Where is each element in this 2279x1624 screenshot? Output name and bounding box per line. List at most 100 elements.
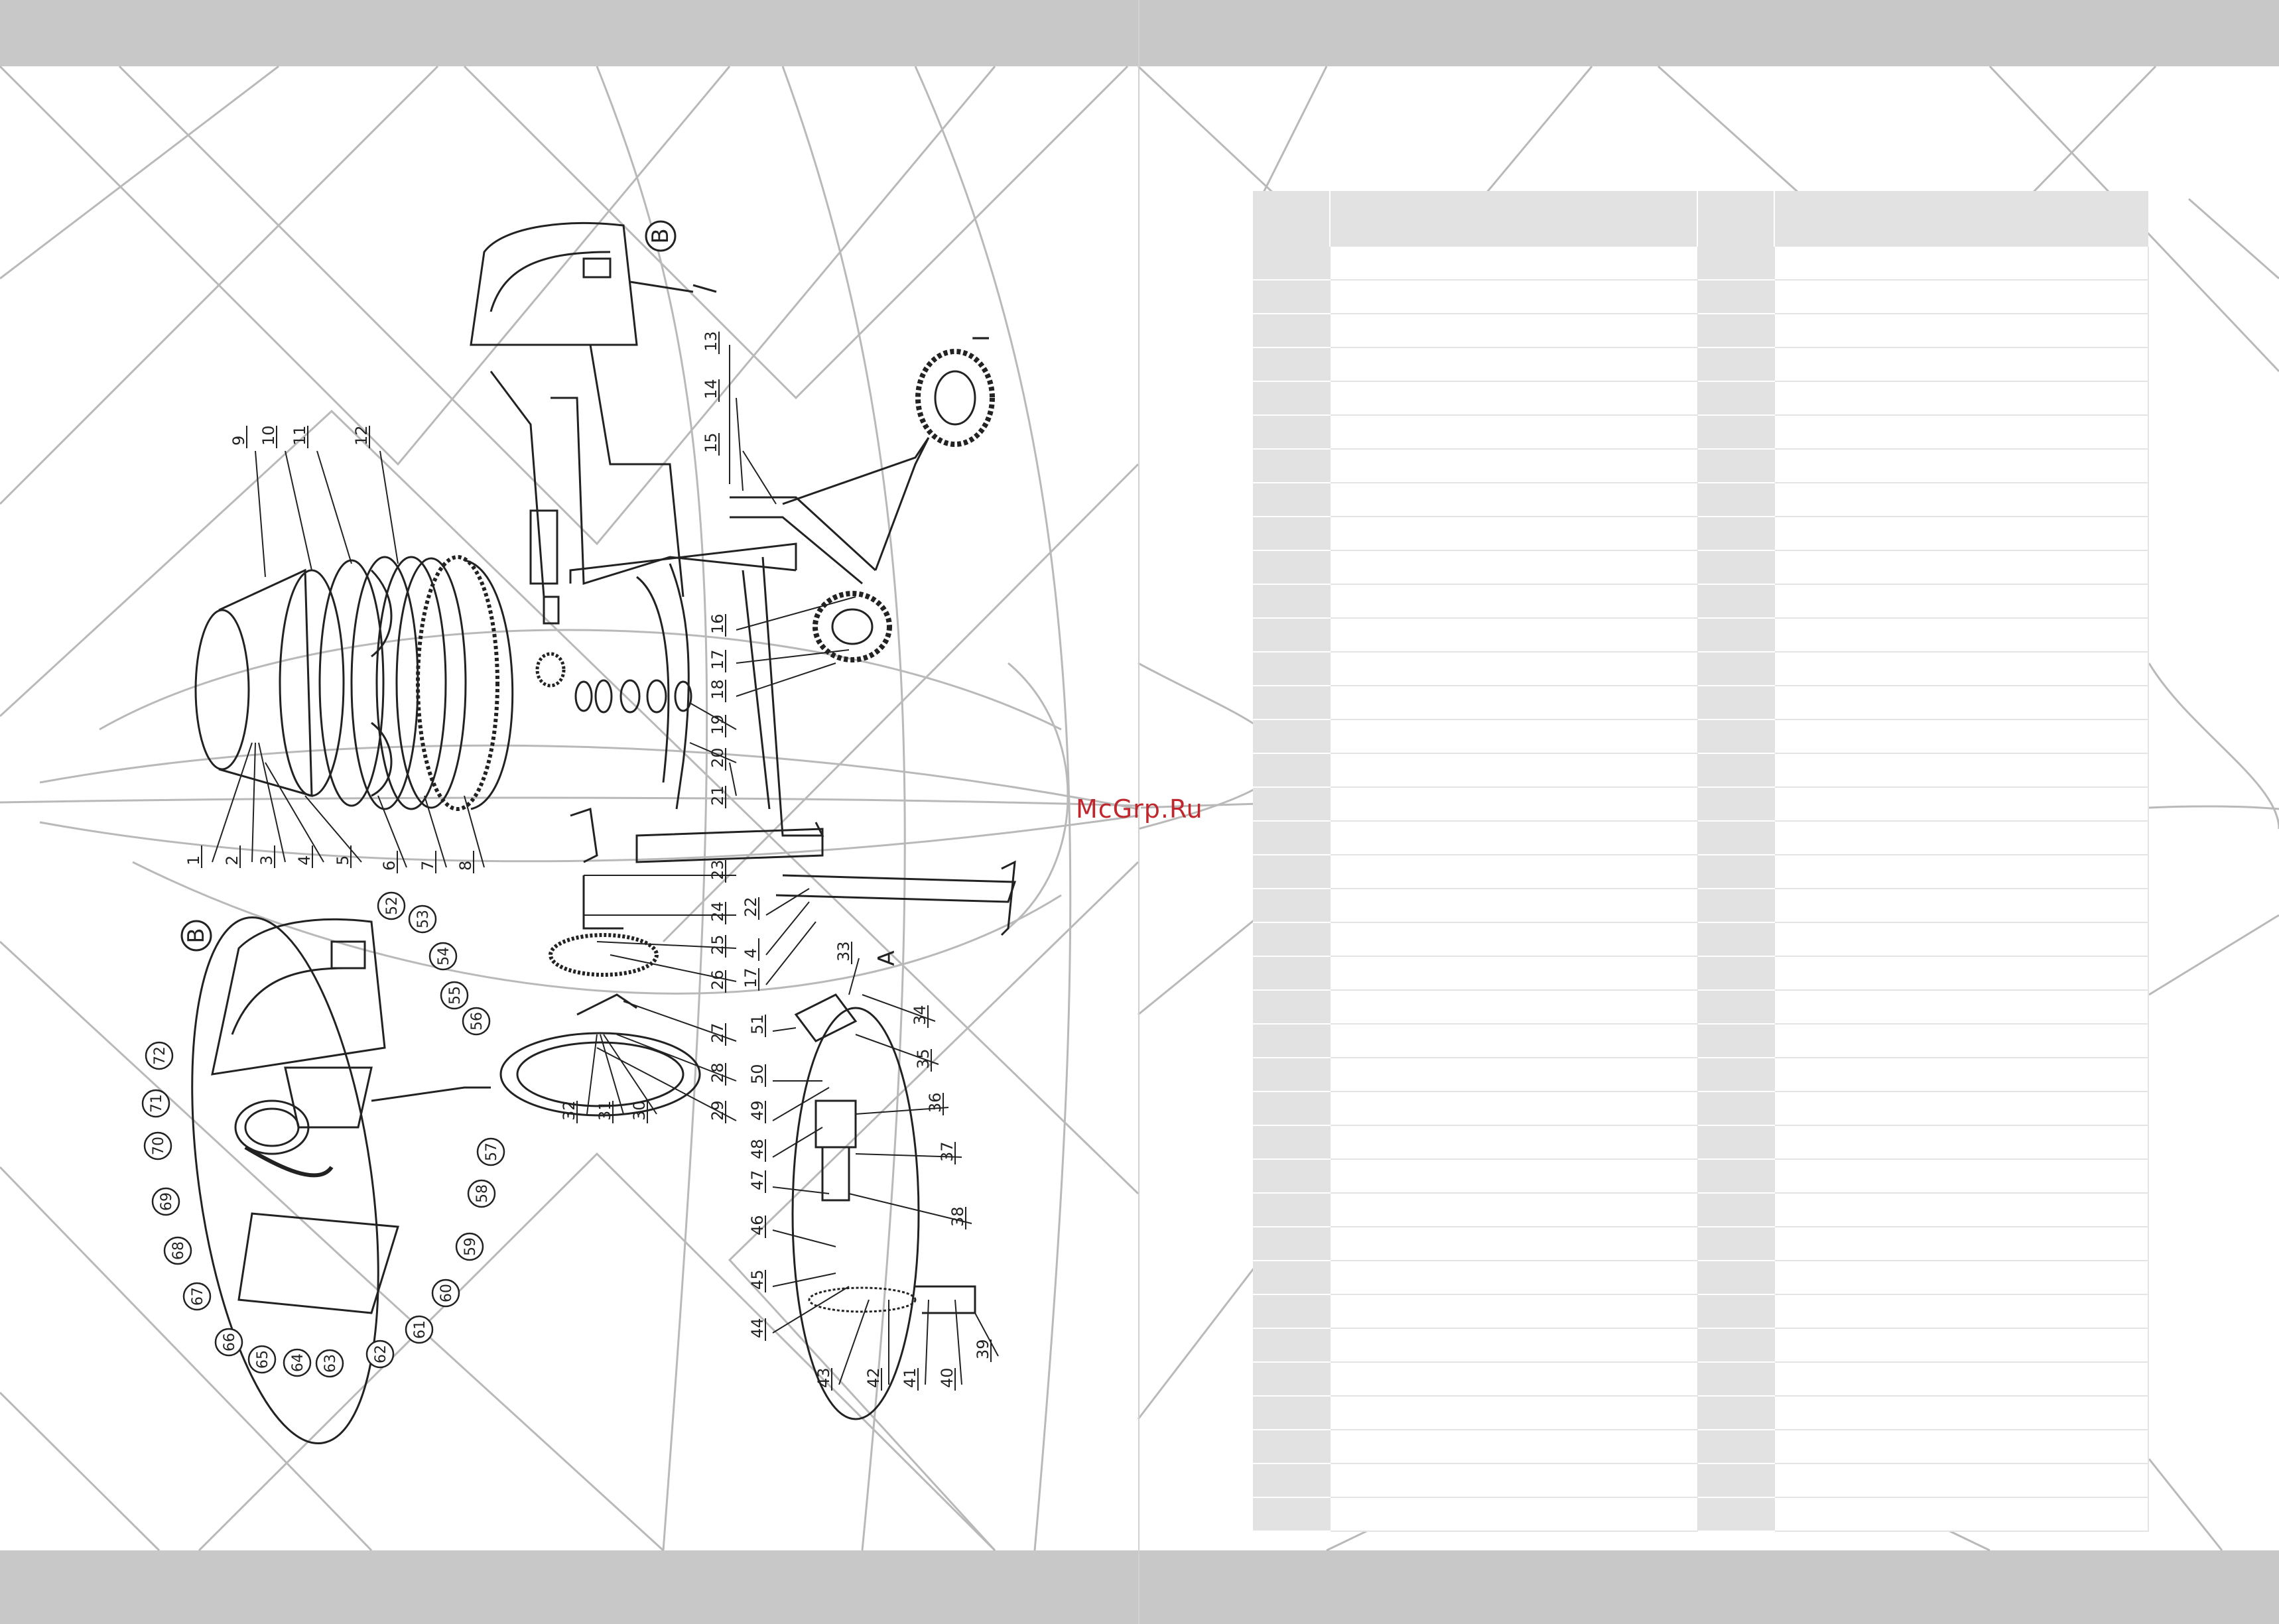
callout-circle [214,1328,243,1357]
part-number-cell [1697,1328,1774,1363]
callout-30: 30 [630,1100,649,1121]
part-number-cell [1697,652,1774,686]
mixing-drum [194,555,514,811]
part-number-cell [1253,1227,1330,1261]
part-number-cell [1253,889,1330,923]
table-row [1253,1227,2149,1261]
header-name-left [1329,191,1697,247]
header-name-right [1774,191,2148,247]
part-name-cell [1774,1328,2149,1363]
table-row [1253,1261,2149,1295]
callout-14: 14 [702,379,720,399]
callout-27: 27 [708,1023,727,1043]
table-row [1253,517,2149,551]
callout-54: 54 [436,947,452,966]
part-name-cell [1329,1396,1697,1430]
part-number-cell [1697,1464,1774,1498]
part-name-cell [1774,1464,2149,1498]
table-row [1253,686,2149,720]
part-number-cell [1253,1058,1330,1092]
part-name-cell [1329,415,1697,450]
callout-circle [163,1236,192,1265]
part-name-cell [1329,1261,1697,1295]
part-number-cell [1253,787,1330,822]
callout-25: 25 [708,934,727,955]
part-number-cell [1697,821,1774,855]
callout-70: 70 [151,1137,167,1155]
part-number-cell [1253,449,1330,483]
callout-22: 22 [742,897,760,917]
part-name-cell [1774,449,2149,483]
part-number-cell [1253,314,1330,348]
drawing-lines [191,221,1017,1445]
part-number-cell [1253,381,1330,416]
part-number-cell [1253,1328,1330,1363]
part-number-cell [1697,584,1774,619]
part-number-cell [1253,821,1330,855]
part-number-cell [1253,347,1330,382]
callout-50: 50 [748,1064,767,1084]
part-name-cell [1329,483,1697,517]
part-number-cell [1697,618,1774,653]
callout-49: 49 [748,1100,767,1121]
callout-circle [247,1345,277,1374]
table-row [1253,449,2149,483]
callout-40: 40 [938,1367,956,1388]
table-row [1253,347,2149,382]
part-name-cell [1329,821,1697,855]
part-number-cell [1697,1024,1774,1058]
callout-56: 56 [469,1012,486,1031]
part-number-cell [1253,719,1330,754]
part-number-cell [1697,517,1774,551]
part-name-cell [1329,618,1697,653]
part-number-cell [1253,517,1330,551]
part-name-cell [1774,956,2149,991]
callout-36: 36 [926,1092,944,1113]
callout-69: 69 [159,1192,175,1211]
part-number-cell [1253,753,1330,788]
callout-62: 62 [373,1345,389,1363]
part-name-cell [1774,1396,2149,1430]
part-number-cell [1253,1125,1330,1160]
callout-45: 45 [748,1269,767,1290]
callout-21: 21 [708,785,727,806]
part-number-cell [1253,990,1330,1025]
callout-15: 15 [702,432,720,453]
callout-18: 18 [708,679,727,700]
table-row [1253,247,2149,281]
callout-1: 1 [184,855,203,865]
callout-37: 37 [938,1141,956,1162]
part-number-cell [1253,1362,1330,1397]
callout-46: 46 [748,1215,767,1235]
table-row [1253,889,2149,923]
table-row [1253,1294,2149,1329]
part-name-cell [1774,415,2149,450]
part-number-cell [1253,280,1330,314]
callout-44: 44 [748,1318,767,1338]
callout-circle [315,1349,344,1378]
part-name-cell [1329,247,1697,281]
part-name-cell [1329,1193,1697,1227]
callout-circle [405,1315,434,1344]
part-name-cell [1329,889,1697,923]
part-number-cell [1697,347,1774,382]
table-row [1253,1464,2149,1498]
part-number-cell [1253,1464,1330,1498]
part-number-cell [1697,787,1774,822]
header-no-left [1253,191,1330,247]
table-row [1253,719,2149,754]
callout-circle [182,1282,212,1311]
part-name-cell [1774,1261,2149,1295]
callout-47: 47 [748,1170,767,1190]
part-name-cell [1329,381,1697,416]
table-row [1253,821,2149,855]
part-name-cell [1329,686,1697,720]
callout-26: 26 [708,969,727,990]
part-name-cell [1774,314,2149,348]
part-number-cell [1697,1362,1774,1397]
motor-housing-top [470,221,717,597]
view-marker-I: I [968,335,995,342]
header-no-right [1697,191,1774,247]
